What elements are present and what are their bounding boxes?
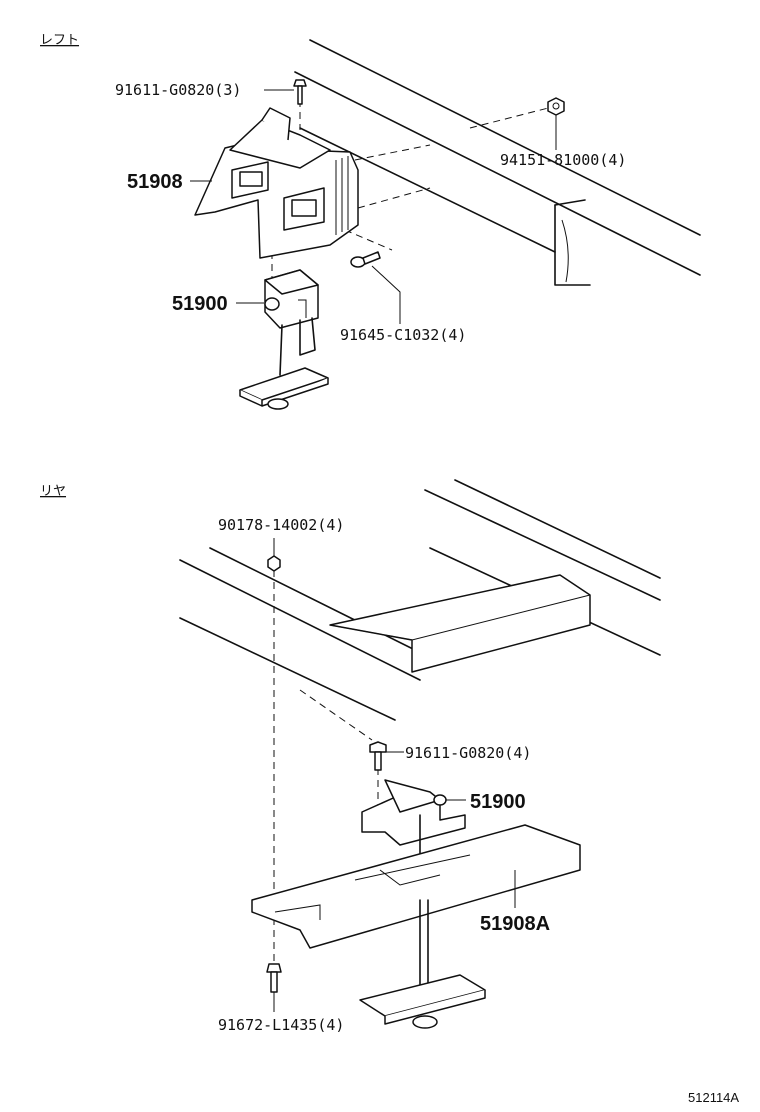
nut-icon [547, 97, 565, 116]
flange-bolt-icon [350, 251, 381, 268]
label-bracket-left: 51908 [127, 171, 183, 193]
label-carrier-left: 51900 [172, 293, 228, 315]
section-rear: リヤ [40, 479, 661, 1034]
label-bolt-top-rear: 90178-14002(4) [218, 516, 344, 534]
label-carrier-rear: 51900 [470, 791, 526, 813]
label-bolt-bottom-rear: 91672-L1435(4) [218, 1016, 344, 1034]
label-bolt-top-left: 91611-G0820(3) [115, 81, 241, 99]
spare-hanger-rear [359, 899, 486, 1029]
bolt-icon [369, 741, 387, 771]
frame-rails-rear [179, 479, 661, 721]
bolt-icon [293, 79, 307, 105]
diagram-code: 512114A [688, 1090, 739, 1105]
bolt-icon [266, 963, 282, 993]
bracket-left [194, 107, 359, 259]
section-label-left: レフト [40, 33, 79, 48]
frame-rail-left [294, 39, 701, 286]
section-label-rear: リヤ [40, 484, 66, 499]
section-left: レフト [40, 33, 701, 410]
spare-carrier-left [239, 269, 329, 410]
label-bolt-flange-left: 91645-C1032(4) [340, 326, 466, 344]
label-plate-rear: 51908A [480, 913, 550, 935]
label-nut-left: 94151-81000(4) [500, 151, 626, 169]
label-bolt-rear: 91611-G0820(4) [405, 744, 531, 762]
nut-icon [267, 555, 281, 572]
mounting-plate-rear [251, 824, 581, 949]
